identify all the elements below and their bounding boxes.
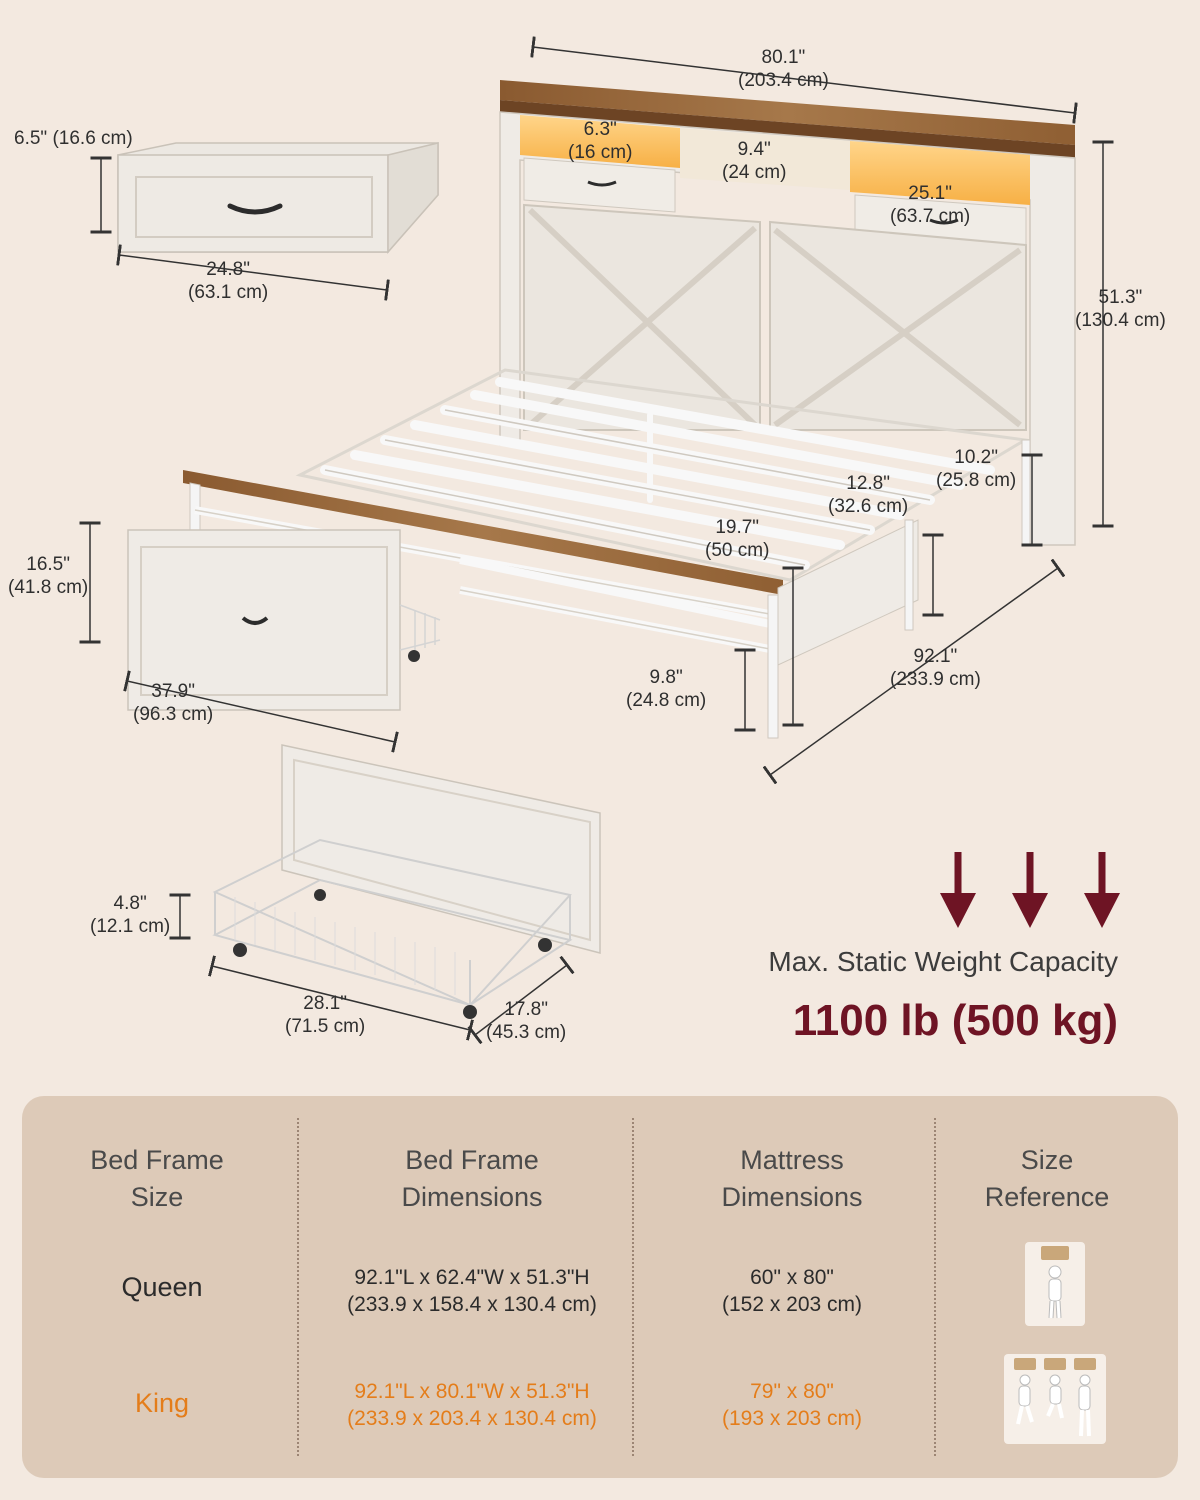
headboard-height-label: 51.3"(130.4 cm) [1075, 287, 1166, 331]
one-person-bed-icon [1025, 1242, 1085, 1326]
shelf-left-label: 6.3"(16 cm) [568, 119, 633, 163]
frame-leg-label: 9.8"(24.8 cm) [626, 667, 707, 711]
bed-frame-illustration [79, 36, 1120, 1045]
capacity-label: Max. Static Weight Capacity [768, 946, 1118, 977]
top-drawer-illustration [117, 142, 439, 254]
shelf-right-label: 25.1"(63.7 cm) [890, 183, 971, 227]
row-king-frame: 92.1"L x 80.1"W x 51.3"H(233.9 x 203.4 x… [347, 1380, 597, 1430]
headboard-width-label: 80.1"(203.4 cm) [738, 47, 829, 91]
capacity-value: 1100 lb (500 kg) [792, 996, 1118, 1045]
top-drawer-height-label: 6.5" (16.6 cm) [14, 128, 133, 149]
column-divider [632, 1118, 634, 1456]
row-king-size: King [134, 1388, 190, 1418]
frame-clearance-label: 10.2"(25.8 cm) [936, 447, 1017, 491]
column-divider [934, 1118, 936, 1456]
basket-height-label: 4.8"(12.1 cm) [90, 893, 171, 937]
frame-center-label: 19.7"(50 cm) [705, 517, 770, 561]
shelf-middle-label: 9.4"(24 cm) [722, 139, 787, 183]
frame-length-label: 92.1"(233.9 cm) [890, 646, 981, 690]
column-divider [297, 1118, 299, 1456]
row-queen-size: Queen [121, 1272, 203, 1302]
basket-depth-label: 17.8"(45.3 cm) [486, 999, 567, 1043]
row-queen-frame: 92.1"L x 62.4"W x 51.3"H(233.9 x 158.4 x… [347, 1266, 597, 1316]
weight-arrows-icon [940, 852, 1120, 928]
front-drawer-width-label: 37.9"(96.3 cm) [133, 681, 214, 725]
basket-drawer-illustration [212, 744, 601, 1019]
row-king-mattress: 79" x 80"(193 x 203 cm) [721, 1380, 863, 1430]
front-drawer-height-label: 16.5"(41.8 cm) [8, 554, 89, 598]
three-person-bed-icon [1004, 1354, 1106, 1444]
row-queen-mattress: 60" x 80"(152 x 203 cm) [721, 1266, 863, 1316]
frame-side-label: 12.8"(32.6 cm) [828, 473, 909, 517]
basket-length-label: 28.1"(71.5 cm) [285, 993, 366, 1037]
top-drawer-width-label: 24.8"(63.1 cm) [188, 259, 269, 303]
